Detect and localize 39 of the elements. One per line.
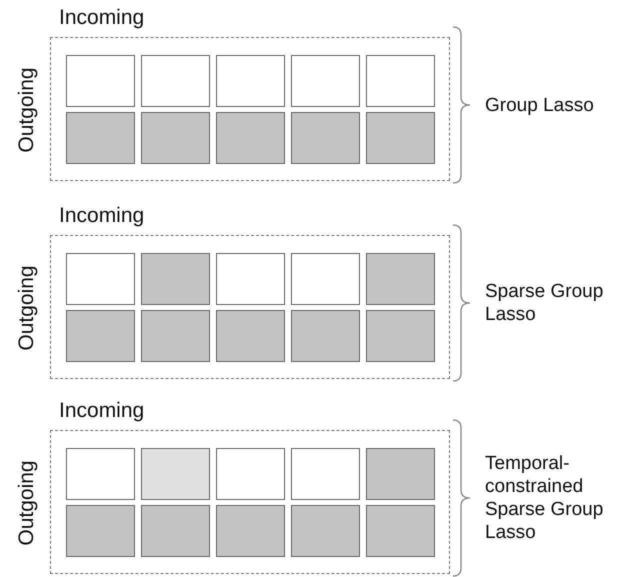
matrix-cell xyxy=(366,448,435,500)
matrix-cell xyxy=(141,448,210,500)
matrix-cell xyxy=(216,55,285,107)
axis-title: Outgoing xyxy=(14,66,39,155)
matrix-cell xyxy=(141,505,210,557)
matrix-cell xyxy=(366,112,435,164)
matrix-cell xyxy=(216,310,285,362)
matrix-cell xyxy=(366,310,435,362)
matrix-cell xyxy=(366,55,435,107)
matrix-cell xyxy=(291,448,360,500)
matrix-cell xyxy=(291,253,360,305)
axis-title: Incoming xyxy=(59,203,144,229)
matrix-cell xyxy=(366,505,435,557)
matrix-cell xyxy=(216,253,285,305)
matrix-cell xyxy=(141,253,210,305)
matrix-cell xyxy=(66,253,135,305)
axis-title: Outgoing xyxy=(14,459,39,548)
method-label: Group Lasso xyxy=(485,94,595,116)
matrix-cell xyxy=(291,505,360,557)
matrix-cell xyxy=(216,505,285,557)
method-label: Sparse Group Lasso xyxy=(485,280,604,326)
matrix-cell xyxy=(291,112,360,164)
axis-title: Outgoing xyxy=(14,264,39,353)
matrix-cell xyxy=(141,310,210,362)
matrix-cell xyxy=(66,448,135,500)
matrix-cell xyxy=(66,55,135,107)
method-label: Temporal-constrained Sparse Group Lasso xyxy=(485,452,604,544)
matrix-cell xyxy=(366,253,435,305)
matrix-cell xyxy=(216,448,285,500)
axis-title: Incoming xyxy=(59,5,144,31)
matrix-cell xyxy=(141,112,210,164)
matrix-cell xyxy=(141,55,210,107)
matrix-cell xyxy=(291,55,360,107)
matrix-cell xyxy=(66,112,135,164)
matrix-cell xyxy=(216,112,285,164)
matrix-cell xyxy=(291,310,360,362)
matrix-cell xyxy=(66,310,135,362)
axis-title: Incoming xyxy=(59,398,144,424)
matrix-cell xyxy=(66,505,135,557)
